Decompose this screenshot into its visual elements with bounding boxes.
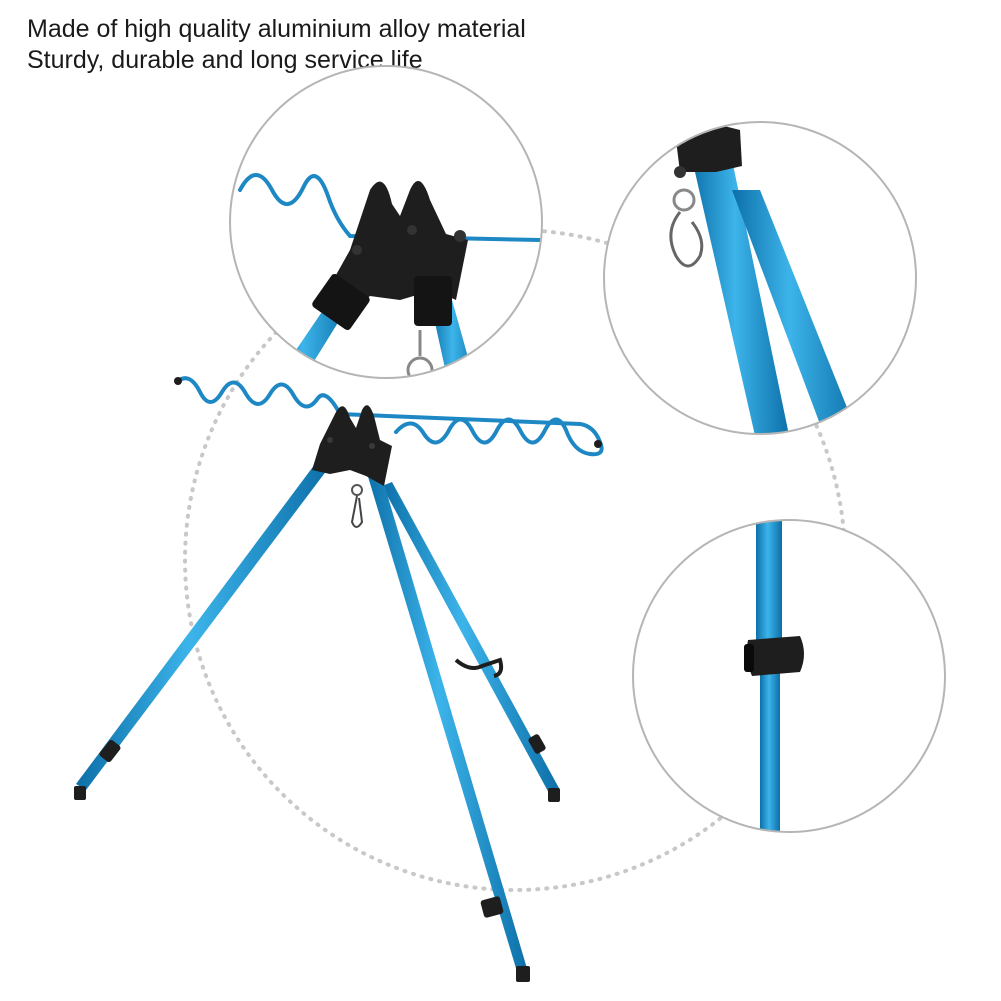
tripod-main [74, 376, 604, 982]
rear-leg-foot [548, 788, 560, 802]
leg-side-hook [454, 657, 504, 678]
front-leg [366, 470, 528, 975]
left-leg-foot [74, 786, 86, 800]
spiral-end-cap-left [174, 377, 182, 385]
left-leg [76, 460, 330, 790]
front-leg-foot [516, 966, 530, 982]
leg-lock-detail-callout [632, 519, 946, 833]
spiral-end-cap-right [594, 440, 602, 448]
left-leg-clip [99, 740, 121, 762]
product-caption: Made of high quality aluminium alloy mat… [27, 14, 526, 76]
tripod-head [312, 405, 392, 486]
rear-leg [382, 482, 560, 795]
rear-leg-clip [528, 734, 546, 754]
main-snap-hook [350, 484, 364, 528]
spiral-rod-rest [176, 376, 604, 457]
top-head-detail-callout [229, 65, 543, 379]
snap-hook-detail-callout [603, 121, 917, 435]
front-leg-clip [480, 896, 504, 918]
caption-line-material: Made of high quality aluminium alloy mat… [27, 15, 526, 43]
